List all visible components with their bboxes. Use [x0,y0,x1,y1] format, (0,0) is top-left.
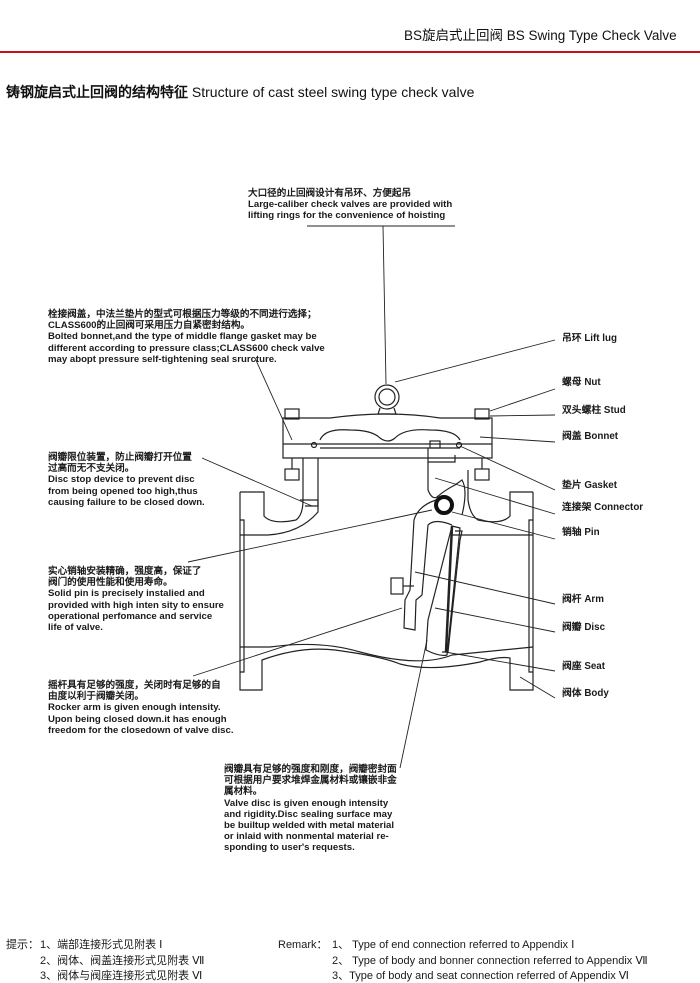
part-label-lift-lug: 吊环 Lift lug [562,333,617,344]
valve-bonnet [282,413,493,463]
part-label-seat: 阀座 Seat [562,661,606,672]
note-line: Large-caliber check valves are provided … [248,199,453,211]
note-rocker-arm: 摇杆具有足够的强度，关闭时有足够的自 由度以利于阀瓣关闭。 Rocker arm… [48,680,234,736]
note-line: different according to pressure class;CL… [48,342,325,354]
note-line: 阀门的使用性能和使用寿命。 [48,577,173,589]
note-line: 摇杆具有足够的强度，关闭时有足够的自 [48,680,221,691]
note-line: Upon being closed down.it has enough [48,713,227,725]
note-line: life of valve. [48,622,103,634]
footer-cn-item: 1、端部连接形式见附表 Ⅰ [40,939,163,951]
footer-en-item: 1、 Type of end connection referred to Ap… [332,939,575,951]
note-line: 属材料。 [224,786,263,798]
note-line: 由度以利于阀瓣关闭。 [48,691,144,703]
note-line: 可根据用户要求堆焊金属材料或镶嵌非金 [224,775,397,787]
note-line: Rocker arm is given enough intensity. [48,702,221,714]
note-line: 实心销轴安装精确，强度高，保证了 [48,566,202,577]
footer-en-item: 2、 Type of body and bonner connection re… [332,955,648,967]
part-label-nut: 螺母 Nut [562,377,601,388]
note-solid-pin: 实心销轴安装精确，强度高，保证了 阀门的使用性能和使用寿命。 Solid pin… [48,566,224,633]
part-label-bonnet: 阀盖 Bonnet [562,431,619,442]
note-line: and rigidity.Disc sealing surface may [224,808,393,820]
note-line: be builtup welded with metal material [224,820,395,832]
note-line: Solid pin is precisely instalied and [48,588,205,600]
note-lifting-ring: 大口径的止回阀设计有吊环、方便起吊 Large-caliber check va… [248,188,452,222]
note-line: provided with high inten sity to ensure [48,599,224,611]
part-label-body: 阀体 Body [562,688,609,699]
part-label-disc: 阀瓣 Disc [562,622,606,633]
footer-en-label: Remark： [278,939,328,951]
note-line: 阀瓣限位装置，防止阀瓣打开位置 [48,452,192,463]
section-title-cn: 铸钢旋启式止回阀的结构特征 [6,84,188,100]
note-line: Valve disc is given enough intensity [224,797,389,809]
note-line: 过高而无不支关闭。 [48,463,135,475]
note-line: 阀瓣具有足够的强度和刚度，阀瓣密封面 [224,764,397,775]
footer-cn-item: 2、阀体、阀盖连接形式见附表 Ⅶ [40,955,205,967]
note-line: CLASS600的止回阀可采用压力自紧密封结构。 [48,320,251,332]
part-label-arm: 阀杆 Arm [562,594,604,605]
note-line: 栓接阀盖，中法兰垫片的型式可根据压力等级的不同进行选择； [48,309,317,320]
note-line: may abopt pressure self-tightening seal … [48,353,277,365]
part-label-stud: 双头螺柱 Stud [562,405,626,416]
section-title: 铸钢旋启式止回阀的结构特征 Structure of cast steel sw… [6,82,474,102]
note-line: Bolted bonnet,and the type of middle fla… [48,331,317,343]
footer-cn-label: 提示： [6,939,39,951]
note-line: freedom for the closedown of valve disc. [48,724,234,736]
part-label-connector: 连接架 Connector [562,502,644,513]
disc-assembly [390,462,466,657]
note-line: operational perfomance and service [48,610,213,622]
part-label-pin: 销轴 Pin [562,527,600,538]
note-line: lifting rings for the convenience of hoi… [248,210,446,222]
note-line: or inlaid with nonmental material re- [224,831,389,843]
header-divider [0,51,700,53]
leader-lines [187,225,556,769]
note-line: causing failure to be closed down. [48,496,205,508]
section-title-en: Structure of cast steel swing type check… [191,84,475,100]
note-line: 大口径的止回阀设计有吊环、方便起吊 [248,188,412,199]
footer-cn-item: 3、阀体与阀座连接形式见附表 Ⅵ [40,970,203,982]
footer-en-item: 3、Type of body and seat connection refer… [332,970,629,982]
lift-ring [374,384,400,415]
part-label-gasket: 垫片 Gasket [562,480,618,491]
page-header-title: BS旋启式止回阀 BS Swing Type Check Valve [404,28,677,43]
note-line: Disc stop device to prevent disc [48,474,195,486]
note-line: sponding to user's requests. [224,842,355,854]
note-disc-stop: 阀瓣限位装置，防止阀瓣打开位置 过高而无不支关闭。 Disc stop devi… [48,452,205,508]
note-bolted-bonnet: 栓接阀盖，中法兰垫片的型式可根据压力等级的不同进行选择； CLASS600的止回… [48,309,325,365]
note-line: from being opened too high,thus [48,485,198,497]
bolts [284,408,490,481]
valve-body [239,458,534,691]
note-valve-disc: 阀瓣具有足够的强度和刚度，阀瓣密封面 可根据用户要求堆焊金属材料或镶嵌非金 属材… [224,764,397,854]
